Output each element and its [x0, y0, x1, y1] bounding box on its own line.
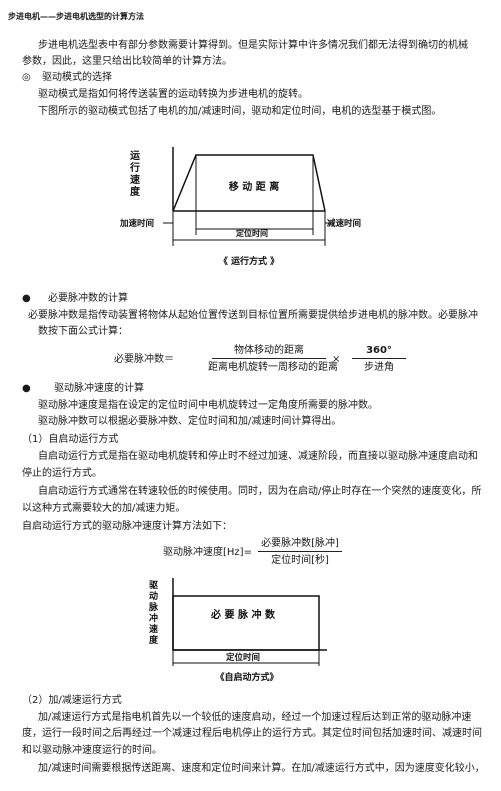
diagram1-ylabel-3: 速	[130, 173, 140, 186]
section3-line-2: 驱动脉冲数可以根据必要脉冲数、定位时间和加/减速时间计算得出。	[38, 416, 342, 427]
formula1-den2: 步进角	[364, 362, 394, 373]
page-header: 步进电机——步进电机选型的计算方法	[8, 12, 144, 21]
sub1-title: （1）自启动运行方式	[22, 434, 119, 445]
formula1-line2	[352, 358, 406, 359]
self-start-diagram: 驱 动 脉 冲 速 度 必 要 脉 冲 数 定位时间 《自启动方式》	[148, 578, 327, 683]
pulse-rectangle	[172, 595, 320, 651]
diagram2-ylabel-6: 度	[149, 634, 159, 646]
formula1-num1: 物体移动的距离	[234, 345, 304, 356]
movement-distance-label: 移 动 距 离	[229, 180, 279, 193]
sub2-line-3: 和以驱动脉冲速度运行的时间。	[22, 745, 162, 756]
accel-time-label: 加速时间	[120, 218, 154, 229]
formula2-lhs: 驱动脉冲速度[Hz]=	[163, 547, 252, 558]
formula1-num2: 360°	[366, 345, 392, 356]
diagram2-ylabel-3: 脉	[148, 601, 159, 613]
sub1-line-3: 自启动运行方式通常在转速较低的时候使用。同时，因为在启动/停止时存在一个突然的速…	[38, 486, 482, 497]
formula2-line	[258, 551, 342, 552]
section1-bullet: ◎	[22, 72, 31, 83]
formula1-den1: 距离电机旋转一周移动的距离	[208, 362, 338, 373]
formula1-lhs: 必要脉冲数＝	[114, 354, 174, 365]
sub2-line-4: 加/减速时间需要根据传送距离、速度和定位时间来计算。在加/减速运行方式中，因为速…	[38, 763, 485, 774]
formula2-den: 定位时间[秒]	[271, 555, 329, 566]
diagram2-positioning-label: 定位时间	[225, 652, 260, 663]
section1-title: 驱动模式的选择	[42, 72, 112, 83]
decel-time-label: 减速时间	[327, 218, 361, 229]
section3-line-1: 驱动脉冲速度是指在设定的定位时间中电机旋转过一定角度所需要的脉冲数。	[38, 400, 378, 411]
sub1-line-5: 自启动运行方式的驱动脉冲速度计算方法如下：	[22, 521, 232, 532]
sub2-title: （2）加/减速运行方式	[22, 695, 122, 706]
diagram1-ylabel-2: 行	[129, 161, 140, 174]
section1-line-1: 驱动模式是指如何将传送装置的运动转换为步进电机的旋转。	[38, 89, 308, 100]
diagram1-ylabel-1: 运	[130, 150, 140, 162]
sub2-line-2: 度，运行一段时间之后再经过一个减速过程后电机停止的运行方式。其定位时间包括加速时…	[22, 728, 482, 739]
positioning-time-label: 定位时间	[235, 228, 268, 238]
diagram2-ylabel-5: 速	[149, 623, 158, 635]
sub1-line-4: 以这种方式需要较大的加/减速力矩。	[22, 503, 186, 514]
section3-title: 驱动脉冲速度的计算	[54, 383, 144, 394]
section2-title: 必要脉冲数的计算	[48, 293, 128, 304]
section2-bullet: ●	[22, 293, 31, 304]
section2-line-2: 数按下面公式计算：	[38, 326, 128, 337]
operating-mode-diagram: 运 行 速 度 移 动 距 离 加速时间 定位时间 减速时间 《 运行方式 》	[120, 147, 361, 267]
diagram1-ylabel-4: 度	[130, 185, 141, 198]
formula2-num: 必要脉冲数[脉冲]	[261, 538, 339, 549]
section2-line-1: 必要脉冲数是指传动装置将物体从起始位置传送到目标位置所需要提供给步进电机的脉冲数…	[28, 310, 478, 321]
diagram2-ylabel-1: 驱	[149, 580, 158, 591]
section3-bullet: ●	[22, 383, 31, 394]
self-start-caption: 《自启动方式》	[215, 671, 278, 683]
diagram2-ylabel-4: 冲	[149, 612, 158, 624]
intro-line-1: 步进电机选型表中有部分参数需要计算得到。但是实际计算中许多情况我们都无法得到确切…	[38, 40, 468, 51]
sub1-line-2: 停止的运行方式。	[22, 468, 102, 479]
diagram2-ylabel-2: 动	[149, 591, 158, 602]
speed-trapezoid	[172, 154, 326, 212]
sub1-line-1: 自启动运行方式是指在驱动电机旋转和停止时不经过加速、减速阶段，而直接以驱动脉冲速…	[38, 451, 478, 462]
formula1-times: ×	[332, 354, 341, 365]
formula1-line1	[212, 358, 326, 359]
required-pulse-label: 必 要 脉 冲 数	[210, 608, 276, 621]
operation-mode-caption: 《 运行方式 》	[219, 255, 279, 267]
section1-line-2: 下图所示的驱动模式包括了电机的加/减速时间，驱动和定位时间，电机的选型基于模式图…	[38, 106, 442, 117]
sub2-line-1: 加/减速运行方式是指电机首先以一个较低的速度启动，经过一个加速过程后达到正常的驱…	[38, 712, 472, 723]
intro-line-2: 参数，因此，这里只给出比较简单的计算方法。	[22, 56, 232, 67]
